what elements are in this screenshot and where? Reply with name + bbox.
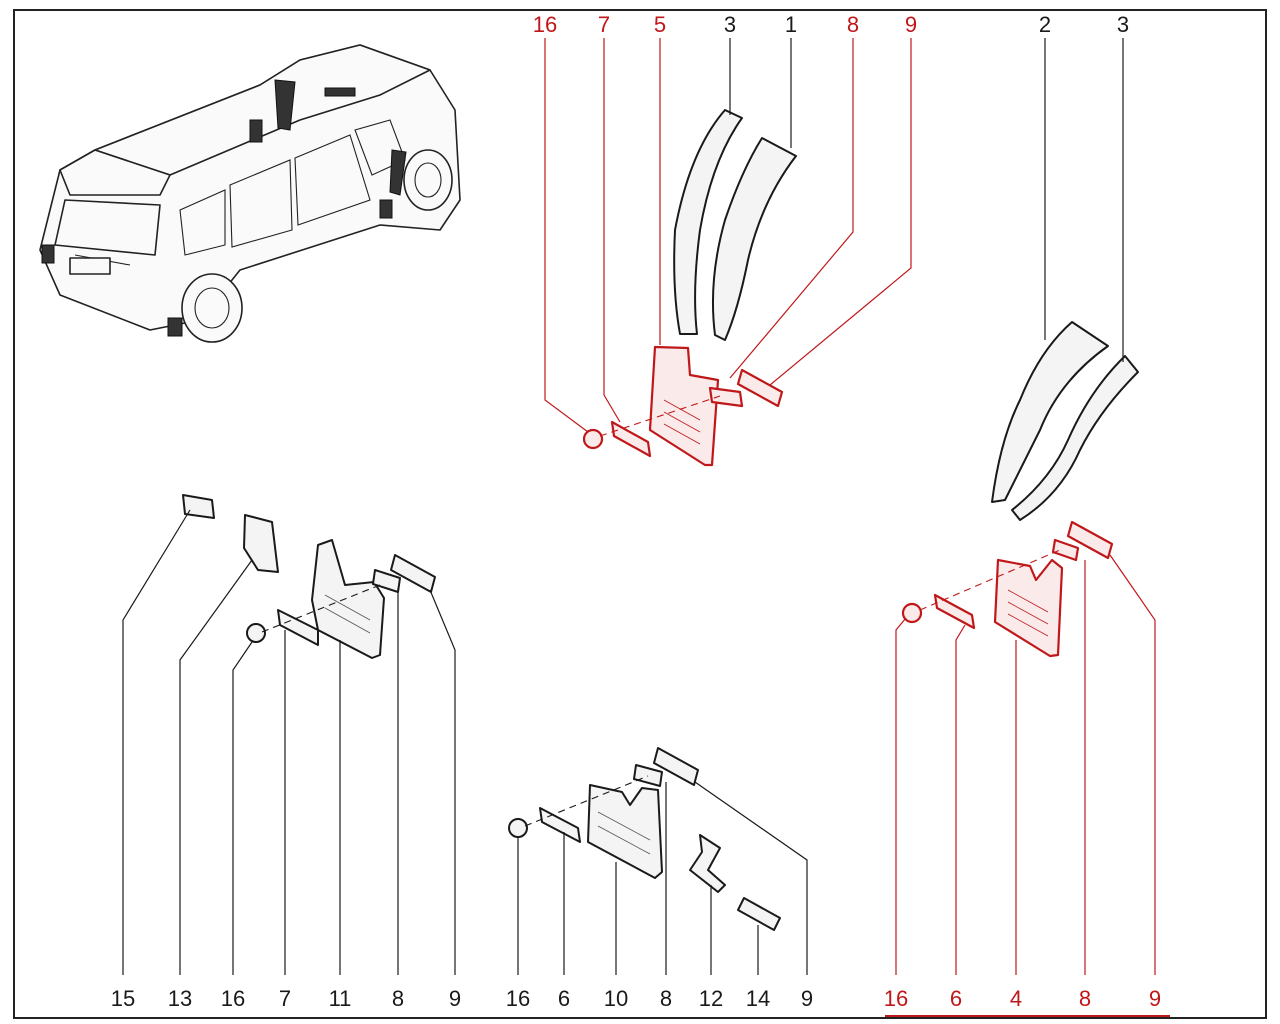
callout-7-top: 7: [598, 12, 610, 37]
bracket-7-top: [610, 420, 652, 458]
plate-9-bottom: [653, 747, 699, 786]
bracket-8-bottom: [633, 764, 663, 787]
vehicle-overview-illustration: [39, 44, 461, 343]
bracket-6-right: [933, 593, 976, 630]
callout-8-bottom: 8: [660, 986, 672, 1011]
plate-9-top: [736, 368, 784, 408]
callout-16-left: 16: [221, 986, 245, 1011]
callout-9-top: 9: [905, 12, 917, 37]
callout-8-left: 8: [392, 986, 404, 1011]
mudflap-5: [648, 345, 720, 467]
bracket-12: [689, 834, 726, 893]
callout-16-top: 16: [533, 12, 557, 37]
left-assembly: [182, 494, 436, 659]
callout-3-top-right: 3: [1117, 12, 1129, 37]
wheel-arch-extension-2: [991, 321, 1109, 503]
callout-13: 13: [168, 986, 192, 1011]
callout-16-right: 16: [884, 986, 908, 1011]
callout-8-right: 8: [1079, 986, 1091, 1011]
wheel-arch-trim-3-right: [1011, 355, 1139, 521]
bracket-7-left: [277, 609, 319, 646]
top-assembly: [582, 109, 797, 467]
callouts-bottom: 15 13 16 7 11 8 9 16 6 10 8 12 14 9 16 6…: [111, 986, 1170, 1017]
callout-11: 11: [329, 986, 352, 1011]
bottom-assembly: [508, 747, 781, 931]
callout-5-top: 5: [654, 12, 666, 37]
callout-1-top: 1: [785, 12, 797, 37]
bracket-8-top: [708, 386, 744, 408]
callout-12: 12: [699, 986, 723, 1011]
callout-10: 10: [604, 986, 628, 1011]
nut-16-top: [582, 428, 604, 450]
callout-9-left: 9: [449, 986, 461, 1011]
mudflap-11: [311, 539, 385, 659]
callout-8-top: 8: [847, 12, 859, 37]
nut-16-left: [246, 623, 266, 643]
callout-7-left: 7: [279, 986, 291, 1011]
callout-15: 15: [111, 986, 135, 1011]
nut-16-bottom: [508, 818, 528, 838]
bracket-6-bottom: [539, 807, 581, 843]
plate-9-right: [1066, 520, 1114, 560]
diagram-frame: [13, 9, 1267, 1019]
callout-9-bottom: 9: [801, 986, 813, 1011]
mudflap-10: [587, 784, 663, 879]
callout-16-bottom: 16: [506, 986, 530, 1011]
mudflap-4: [993, 558, 1064, 658]
callout-6-bottom: 6: [558, 986, 570, 1011]
clip-15: [182, 494, 215, 519]
wheel-arch-trim-3-left: [673, 109, 743, 335]
wheel-arch-extension-1: [711, 137, 797, 341]
callout-6-right: 6: [950, 986, 962, 1011]
callouts-top: 16 7 5 3 1 8 9 2 3: [533, 12, 1129, 37]
callout-2-top: 2: [1039, 12, 1051, 37]
bracket-13: [243, 514, 279, 573]
bracket-8-right: [1051, 538, 1080, 562]
callout-14: 14: [746, 986, 770, 1011]
leader-lines: [122, 38, 1156, 975]
right-assembly: [901, 321, 1139, 658]
nut-16-right: [901, 602, 923, 624]
callout-3-top-left: 3: [724, 12, 736, 37]
callout-4: 4: [1010, 986, 1022, 1011]
callout-9-right: 9: [1149, 986, 1161, 1011]
pad-14: [737, 897, 781, 931]
